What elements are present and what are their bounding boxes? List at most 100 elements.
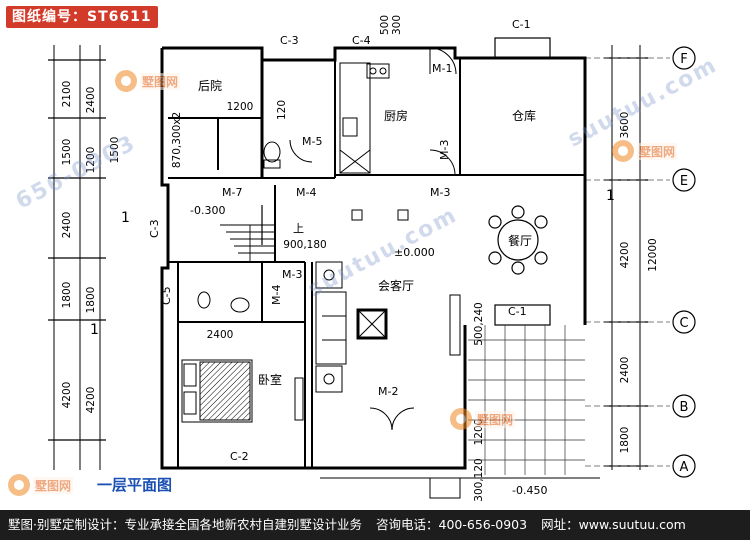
label-c1-right: C-1 [508,305,527,318]
dim-left-2100: 2100 [61,81,73,108]
door-m1-swing [429,47,457,75]
logo-mark-icon [612,140,634,162]
logo-text: 墅图网 [33,476,74,494]
double-bed [181,359,253,423]
label-m7: M-7 [222,186,242,199]
footer-banner: 墅图·别墅定制设计：专业承接全国各地新农村自建别墅设计业务咨询电话：400-65… [0,510,750,540]
label-m3-mid: M-3 [430,186,450,199]
interior-walls [168,58,585,468]
label-m4-top: M-4 [296,186,316,199]
axis-label-f: F [680,52,687,67]
dim-top-500: 500 [379,15,391,35]
logo-mark-icon [8,474,30,496]
logo-mark-icon [115,70,137,92]
logo-text: 墅图网 [475,410,516,428]
side-panel [449,294,461,356]
dim-inner-1500: 1500 [109,137,121,164]
room-dining: 餐厅 [508,233,532,248]
level-minus-300: -0.300 [190,204,225,217]
section-mark-left-top: 1 [121,210,130,226]
dim-500-240: 500,240 [473,302,485,345]
watermark-logo-right: 墅图网 [612,140,678,162]
axis-bubble-c [672,310,696,334]
toilet-lower [197,291,211,309]
footer-site-label: 网址： [541,517,579,532]
room-backyard: 后院 [198,79,222,93]
room-living: 会客厅 [378,278,414,293]
logo-text: 墅图网 [637,142,678,160]
dim-inner-120: 120 [276,100,288,120]
stair-up: 上 [293,222,304,235]
dim-top-300: 300 [391,15,403,35]
axis-label-a: A [680,460,689,475]
axis-label-b: B [680,400,689,415]
dim-right-1800: 1800 [619,427,631,454]
dim-right-12000: 12000 [647,238,659,271]
watermark-logo-bottom-right: 墅图网 [450,408,516,430]
axis-bubble-a [672,454,696,478]
door-m5-swing [289,139,313,163]
room-bedroom: 卧室 [258,372,282,387]
dim-inner-870: 870,300x2 [171,112,183,168]
dining-table [488,205,548,275]
dim-bottom-300-120: 300,120 [473,458,485,501]
level-minus-450: -0.450 [512,484,547,497]
axis-label-c: C [679,316,688,331]
logo-mark-icon [450,408,472,430]
label-c1-top: C-1 [512,18,531,31]
logo-text: 墅图网 [140,72,181,90]
watermark-logo-bottom-left: 墅图网 [8,474,74,496]
axis-bubble-b [672,394,696,418]
section-mark-right: 1 [606,188,615,204]
section-mark-left-bottom: 1 [90,322,99,338]
wardrobe [294,377,304,421]
label-c5: C-5 [160,286,173,305]
dim-left-1800: 1800 [61,282,73,309]
footer-intro: 墅图·别墅定制设计：专业承接全国各地新农村自建别墅设计业务 [8,517,362,532]
stove [366,63,390,79]
axis-bubble-f [672,46,696,70]
dim-inner-900-180: 900,180 [283,239,326,251]
dim-right-2400: 2400 [619,357,631,384]
dim-left-2400: 2400 [61,212,73,239]
dim-right-4200: 4200 [619,242,631,269]
coffee-table [356,308,388,340]
terrace-tiles [468,325,585,475]
label-m1: M-1 [432,62,452,75]
door-m2-swing-left [369,407,393,431]
washbasin [230,297,250,313]
label-m3-bath: M-3 [282,268,302,281]
label-m3-kitchen: M-3 [438,140,451,160]
dim-mid-1200: 1200 [85,147,97,174]
dim-left-1500: 1500 [61,139,73,166]
label-c2: C-2 [230,450,249,463]
dim-mid-1800: 1800 [85,287,97,314]
dim-inner-2400: 2400 [207,329,234,341]
plan-caption: 一层平面图 [94,474,176,495]
room-kitchen: 厨房 [384,108,408,123]
door-m3-swing [429,149,456,176]
footer-phone[interactable]: 400-656-0903 [438,517,528,532]
drawing-number-tag: 图纸编号：ST6611 [6,6,158,28]
label-c4: C-4 [352,34,371,47]
staircase [220,205,275,262]
label-m4-bath: M-4 [270,285,283,305]
axis-label-e: E [680,174,688,189]
footer-site-link[interactable]: www.suutuu.com [578,517,686,532]
door-m2-swing-right [391,407,415,431]
axis-bubble-e [672,168,696,192]
watermark-logo-top: 墅图网 [115,70,181,92]
dim-mid-4200: 4200 [85,387,97,414]
label-c3-top: C-3 [280,34,299,47]
toilet-upper [263,141,281,163]
room-storage: 仓库 [512,108,536,123]
floor-plan-drawing: F E C B A 1 1 1 后院 厨房 仓库 餐厅 会客厅 卧室 C-3 C… [48,15,696,502]
label-m2: M-2 [378,385,398,398]
sofa-set [315,261,347,393]
dim-mid-2400: 2400 [85,87,97,114]
footer-phone-label: 咨询电话： [375,517,439,532]
dim-inner-1200: 1200 [227,101,254,113]
label-c3-left: C-3 [148,219,161,238]
level-zero: ±0.000 [394,246,435,259]
